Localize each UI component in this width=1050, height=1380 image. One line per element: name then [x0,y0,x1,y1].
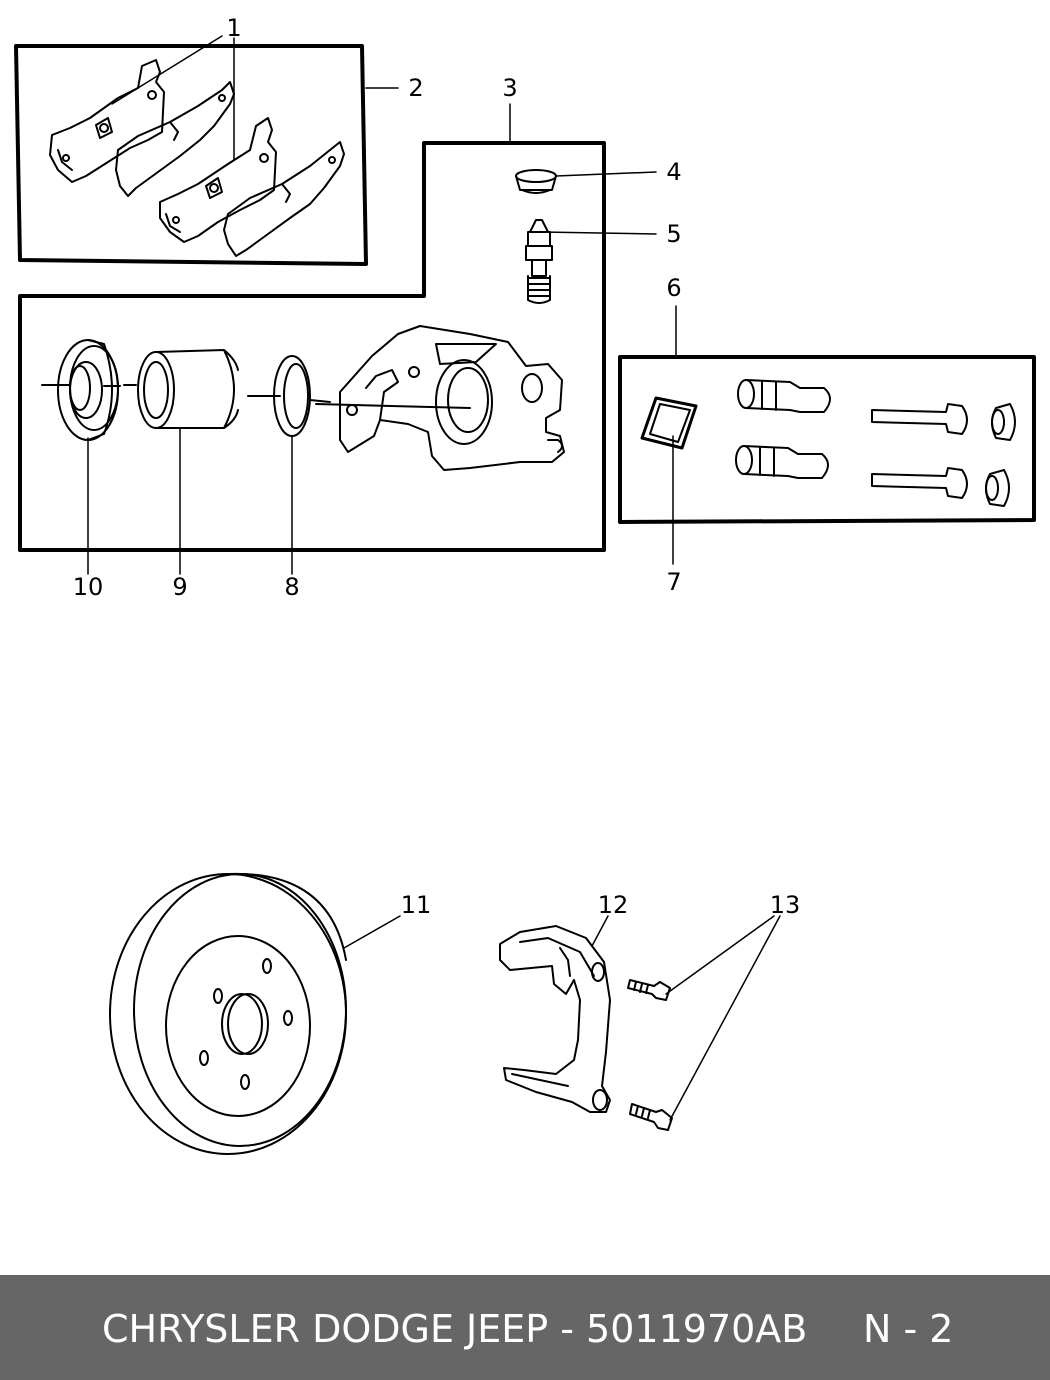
bleeder-screw [525,219,553,304]
callout-12: 12 [598,891,629,919]
dust-cap [515,169,557,194]
callout-6: 6 [666,274,681,302]
callout-5: 5 [666,220,681,248]
caliper-kit-frame [18,141,606,552]
callout-7: 7 [666,568,681,596]
leader-lines [87,35,781,1121]
callout-13: 13 [770,891,801,919]
callout-11: 11 [401,891,432,919]
guide-pin-cap-upper [991,403,1016,441]
piston-seal-ring [247,355,331,437]
brake-pad-pair-upper [49,59,235,197]
guide-pin-bolt-lower [871,467,968,499]
guide-pin-bushing-upper [737,379,831,413]
callout-10: 10 [73,573,104,601]
footer-bar: CHRYSLER DODGE JEEP - 5011970AB N - 2 [0,1275,1050,1380]
dust-boot-seal [41,339,121,441]
guide-pin-cap-lower [985,469,1010,507]
guide-pin-bolt-upper [871,403,968,435]
callout-9: 9 [172,573,187,601]
brake-pad-pair-lower [159,117,345,257]
caliper-housing [315,325,565,471]
callout-4: 4 [666,158,681,186]
callout-1: 1 [226,14,241,42]
callout-8: 8 [284,573,299,601]
caliper-piston [123,349,239,429]
callout-3: 3 [502,74,517,102]
callout-2: 2 [408,74,423,102]
footer-page-ref: N - 2 [863,1307,954,1351]
pad-kit-frame [14,44,368,266]
footer-part-number: CHRYSLER DODGE JEEP - 5011970AB [102,1307,808,1351]
brake-parts-diagram: 1 2 3 4 5 6 7 8 9 10 11 12 13 [14,14,1036,1155]
adapter-mounting-bolt-upper [627,979,671,1001]
guide-pin-bushing-lower [735,445,829,479]
grease-packet [640,396,698,450]
adapter-mounting-bolt-lower [629,1103,673,1131]
hardware-kit-frame [618,355,1036,524]
brake-rotor [109,872,347,1155]
caliper-adapter-bracket [499,925,611,1113]
